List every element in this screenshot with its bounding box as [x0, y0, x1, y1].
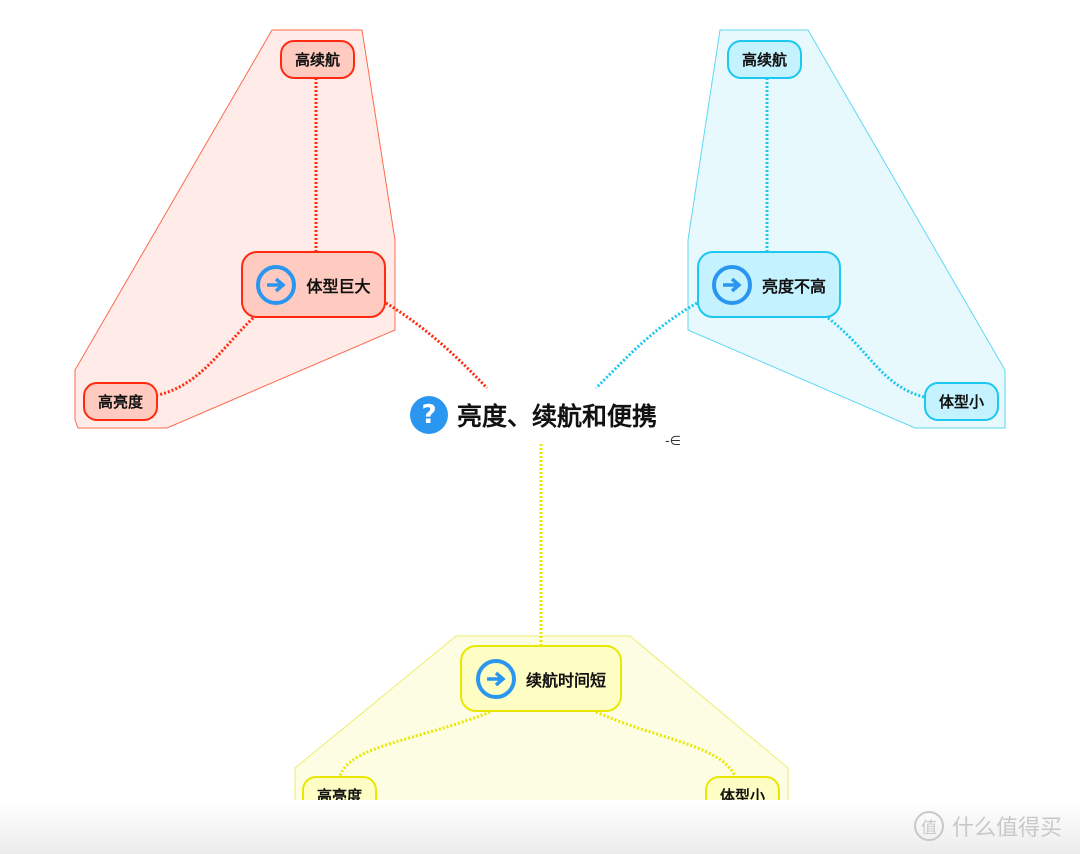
arrow-right-circle-icon — [711, 264, 752, 305]
leaf-label: 高续航 — [294, 51, 340, 69]
topic-label: 亮度不高 — [761, 276, 826, 296]
central-topic[interactable]: ? 亮度、续航和便携 — [410, 396, 657, 434]
blue-main-topic[interactable]: 亮度不高 — [697, 251, 841, 318]
arrow-right-circle-icon — [475, 658, 516, 699]
yellow-main-topic[interactable]: 续航时间短 — [460, 645, 622, 712]
red-side-leaf[interactable]: 高亮度 — [83, 382, 158, 421]
watermark: 值 什么值得买 — [913, 810, 1062, 842]
central-topic-title: 亮度、续航和便携 — [457, 402, 658, 431]
blue-line-side — [827, 316, 925, 399]
red-main-topic[interactable]: 体型巨大 — [241, 251, 386, 318]
blue-line-center — [594, 301, 698, 390]
red-top-leaf[interactable]: 高续航 — [280, 40, 355, 79]
blue-side-leaf[interactable]: 体型小 — [924, 382, 999, 421]
watermark-text: 什么值得买 — [951, 816, 1062, 841]
leaf-label: 高亮度 — [97, 393, 143, 411]
topic-label: 体型巨大 — [306, 276, 371, 296]
question-icon: ? — [410, 396, 448, 434]
yellow-line-right — [595, 710, 737, 777]
topic-label: 续航时间短 — [525, 670, 606, 690]
footer-bar — [0, 800, 1080, 854]
red-boundary — [74, 29, 396, 429]
red-line-side — [157, 316, 255, 397]
leaf-label: 体型小 — [938, 393, 984, 411]
blue-top-leaf[interactable]: 高续航 — [727, 40, 802, 79]
blue-boundary — [687, 29, 1006, 429]
watermark-logo: 值 — [913, 811, 944, 841]
arrow-right-circle-icon — [256, 264, 297, 305]
collapse-marker[interactable]: -∈ — [665, 434, 682, 449]
red-line-center — [385, 301, 489, 390]
leaf-label: 高续航 — [741, 51, 787, 69]
